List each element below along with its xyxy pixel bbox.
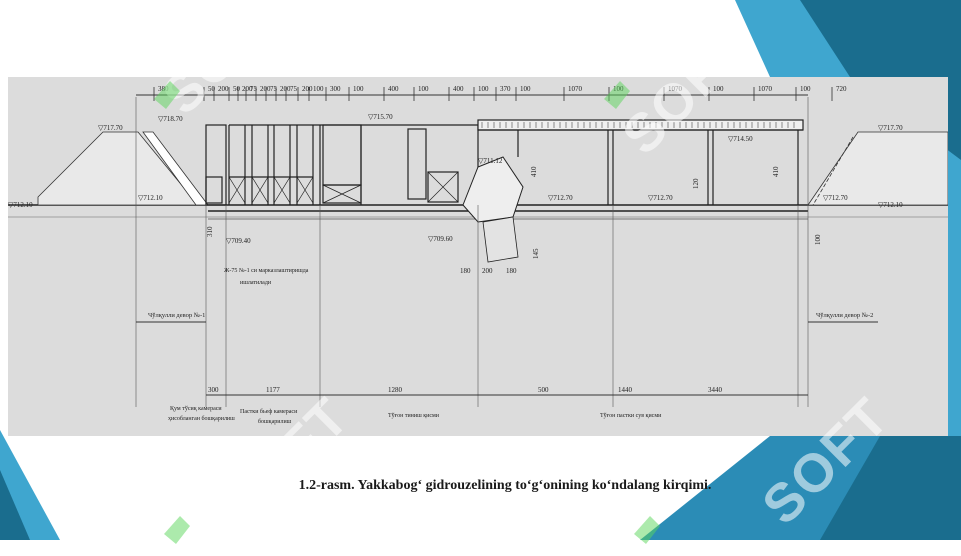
top-dimension: 50: [208, 85, 216, 93]
top-dimension: 100: [713, 85, 724, 93]
top-dimension: 200: [218, 85, 229, 93]
elevation-mark: ▽712.10: [8, 201, 33, 209]
note-label: ишлатилади: [240, 280, 272, 286]
vertical-dimension: 410: [772, 166, 780, 177]
top-dimension: 200: [302, 85, 313, 93]
top-dimension: 100: [418, 85, 429, 93]
zone-label: Тўғон тиниш қисми: [388, 412, 440, 419]
top-dimension: 720: [836, 85, 847, 93]
top-dimension: 1070: [568, 85, 583, 93]
zone-label: ҳисобланган бошқарилиш: [168, 415, 235, 422]
bottom-dimension: 3440: [708, 386, 723, 394]
zone-label: Пастки бьеф камераси: [240, 408, 298, 415]
elevation-mark: ▽717.70: [98, 124, 123, 132]
bottom-dimension: 1440: [618, 386, 633, 394]
wall-label-left: Чўлқулли девор №-1: [148, 312, 205, 319]
zone-label: Қум тўсиқ камераси: [170, 405, 222, 412]
stilling-basin: [477, 119, 804, 205]
vertical-dimension: 100: [814, 234, 822, 245]
bottom-dimension: 1177: [266, 386, 280, 394]
elevation-mark: ▽714.50: [728, 135, 753, 143]
gate-chamber: [322, 124, 479, 205]
watermark-logo-icon: [154, 81, 180, 109]
top-dimension: 50: [233, 85, 241, 93]
top-dimension: 100: [520, 85, 531, 93]
elevation-mark: ▽712.70: [548, 194, 573, 202]
vertical-dimension: 410: [530, 166, 538, 177]
extension-lines: [135, 97, 809, 407]
small-dimension: 200: [482, 267, 493, 275]
elevation-mark: ▽712.70: [823, 194, 848, 202]
top-dimension: 1070: [758, 85, 773, 93]
zone-label: Тўғон пастки сув қисми: [600, 412, 662, 419]
dam-body: [462, 156, 524, 223]
top-dimension: 75: [290, 85, 298, 93]
cross-section-drawing: 3805020050200752007520075200100300100400…: [8, 85, 948, 425]
vertical-dimension: 310: [206, 226, 214, 237]
bottom-dimension: 500: [538, 386, 549, 394]
top-dimension: 200: [260, 85, 271, 93]
vertical-dimension: 120: [692, 178, 700, 189]
left-embankment: [37, 131, 199, 206]
note-label: Ж-75 №-1 си марказлаштиришда: [224, 268, 309, 274]
elevation-mark: ▽709.40: [226, 237, 251, 245]
watermark-logo-icon: [164, 516, 190, 544]
top-dimension: 400: [453, 85, 464, 93]
watermark-logo-icon: [604, 81, 630, 109]
watermark-logo-icon: [634, 516, 660, 544]
top-dimension: 300: [330, 85, 341, 93]
wall-label-right: Чўлқулли девор №-2: [816, 312, 873, 319]
right-embankment: [807, 131, 948, 206]
zone-label: бошқарилиш: [258, 418, 292, 425]
top-dimension: 370: [500, 85, 511, 93]
elevation-mark: ▽712.10: [138, 194, 163, 202]
small-dimension: 180: [460, 267, 471, 275]
top-dimension: 200: [242, 85, 253, 93]
top-dimension: 100: [353, 85, 364, 93]
vertical-dimension: 145: [532, 248, 540, 259]
top-dimension: 1070: [668, 85, 683, 93]
top-dimension-labels: 3805020050200752007520075200100300100400…: [158, 85, 847, 93]
elevation-mark: ▽709.60: [428, 235, 453, 243]
elevation-mark: ▽717.70: [878, 124, 903, 132]
small-dimension: 180: [506, 267, 517, 275]
elevation-mark: ▽711.12: [478, 157, 503, 165]
figure-caption: 1.2-rasm. Yakkabog‘ gidrouzelining to‘g‘…: [298, 478, 712, 493]
engineering-drawing-panel: 3805020050200752007520075200100300100400…: [8, 77, 948, 436]
elevation-mark: ▽712.70: [648, 194, 673, 202]
top-dimension: 75: [270, 85, 278, 93]
top-dimension: 100: [478, 85, 489, 93]
top-dimension: 100: [800, 85, 811, 93]
bottom-dimension: 1280: [388, 386, 403, 394]
top-dimension: 75: [250, 85, 258, 93]
bottom-dimension: 300: [208, 386, 219, 394]
elevation-mark: ▽718.70: [158, 115, 183, 123]
top-dimension: 200: [280, 85, 291, 93]
elevation-mark: ▽715.70: [368, 113, 393, 121]
top-dimension: 100: [313, 85, 324, 93]
top-dimension: 400: [388, 85, 399, 93]
elevation-mark: ▽712.10: [878, 201, 903, 209]
slab-pattern: [481, 122, 795, 128]
